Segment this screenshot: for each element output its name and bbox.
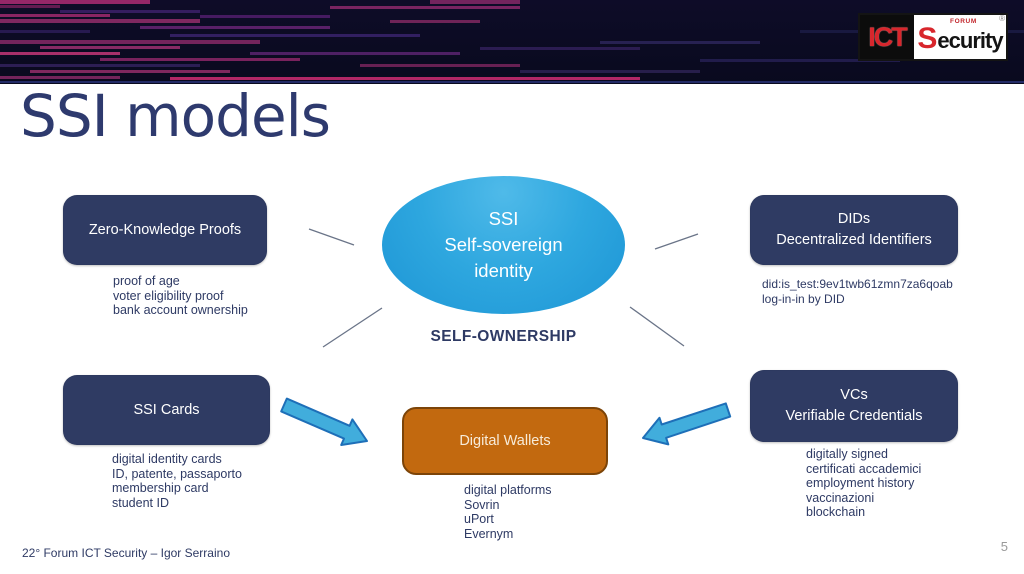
page-title: SSI models (20, 82, 331, 150)
connector-line (654, 233, 699, 250)
logo-security-rest: ecurity (937, 28, 1003, 53)
logo-ict-text: ICT (868, 21, 907, 52)
detail-item: digital identity cards (112, 452, 222, 466)
detail-item: uPort (464, 512, 494, 527)
node-dids: DIDs Decentralized Identifiers (750, 195, 958, 265)
detail-item: student ID (112, 495, 169, 510)
detail-item: Sovrin (464, 497, 500, 512)
ellipse-line-1: SSI (488, 208, 519, 229)
footer-credit: 22° Forum ICT Security – Igor Serraino (22, 546, 230, 560)
logo-forum-text: FORUM (950, 18, 977, 25)
detail-item: membership card (112, 481, 209, 496)
verifiable-credentials-details: digitally signed certificati accademici … (806, 447, 921, 520)
node-subtitle: Decentralized Identifiers (776, 232, 932, 248)
ellipse-line-3: identity (474, 260, 533, 281)
detail-item: log-in-in by DID (762, 291, 845, 306)
arrow-right-down-icon (280, 397, 368, 446)
detail-item: ID, patente, passaporto (112, 466, 242, 481)
logo-security-initial: S (917, 22, 938, 55)
page-number: 5 (1000, 539, 1008, 554)
detail-item: did:is_test:9ev1twb61zmn7za6qoab (762, 277, 953, 291)
header-glitch-band (0, 0, 1024, 84)
zero-knowledge-proofs-details: proof of age voter eligibility proof ban… (113, 274, 248, 318)
node-title: Zero-Knowledge Proofs (88, 221, 242, 238)
node-subtitle: Verifiable Credentials (785, 408, 923, 424)
logo-ict-block: ICT (860, 15, 914, 59)
detail-item: certificati accademici (806, 461, 922, 476)
node-digital-wallets: Digital Wallets (402, 407, 608, 475)
digital-wallets-details: digital platforms Sovrin uPort Evernym (464, 483, 552, 541)
node-title: Digital Wallets (459, 433, 551, 449)
connector-line (308, 228, 355, 246)
ellipse-line-2: Self-sovereign (444, 234, 563, 255)
self-ownership-caption: SELF-OWNERSHIP (430, 328, 577, 345)
header-glitch-pattern (0, 0, 1024, 84)
ssi-cards-details: digital identity cards ID, patente, pass… (112, 452, 242, 510)
detail-item: vaccinazioni (806, 490, 875, 505)
detail-item: blockchain (806, 505, 866, 520)
registered-trademark-icon: ® (999, 14, 1005, 23)
node-ssi-cards: SSI Cards (63, 375, 270, 445)
node-zero-knowledge-proofs: Zero-Knowledge Proofs (63, 195, 267, 265)
node-title: SSI Cards (133, 401, 200, 418)
node-title: DIDs (837, 211, 871, 227)
detail-item: digitally signed (806, 447, 888, 461)
node-title: VCs (840, 387, 868, 403)
detail-item: Evernym (464, 526, 514, 541)
arrow-left-down-icon (642, 402, 732, 446)
detail-item: proof of age (113, 274, 180, 288)
connector-line (629, 306, 685, 347)
dids-details: did:is_test:9ev1twb61zmn7za6qoab log-in-… (762, 277, 953, 306)
detail-item: employment history (806, 476, 915, 491)
detail-item: digital platforms (464, 483, 552, 497)
connector-line (322, 307, 383, 348)
ssi-central-ellipse: SSI Self-sovereign identity (382, 176, 625, 314)
detail-item: bank account ownership (113, 303, 248, 318)
detail-item: voter eligibility proof (113, 288, 224, 303)
node-verifiable-credentials: VCs Verifiable Credentials (750, 370, 958, 442)
